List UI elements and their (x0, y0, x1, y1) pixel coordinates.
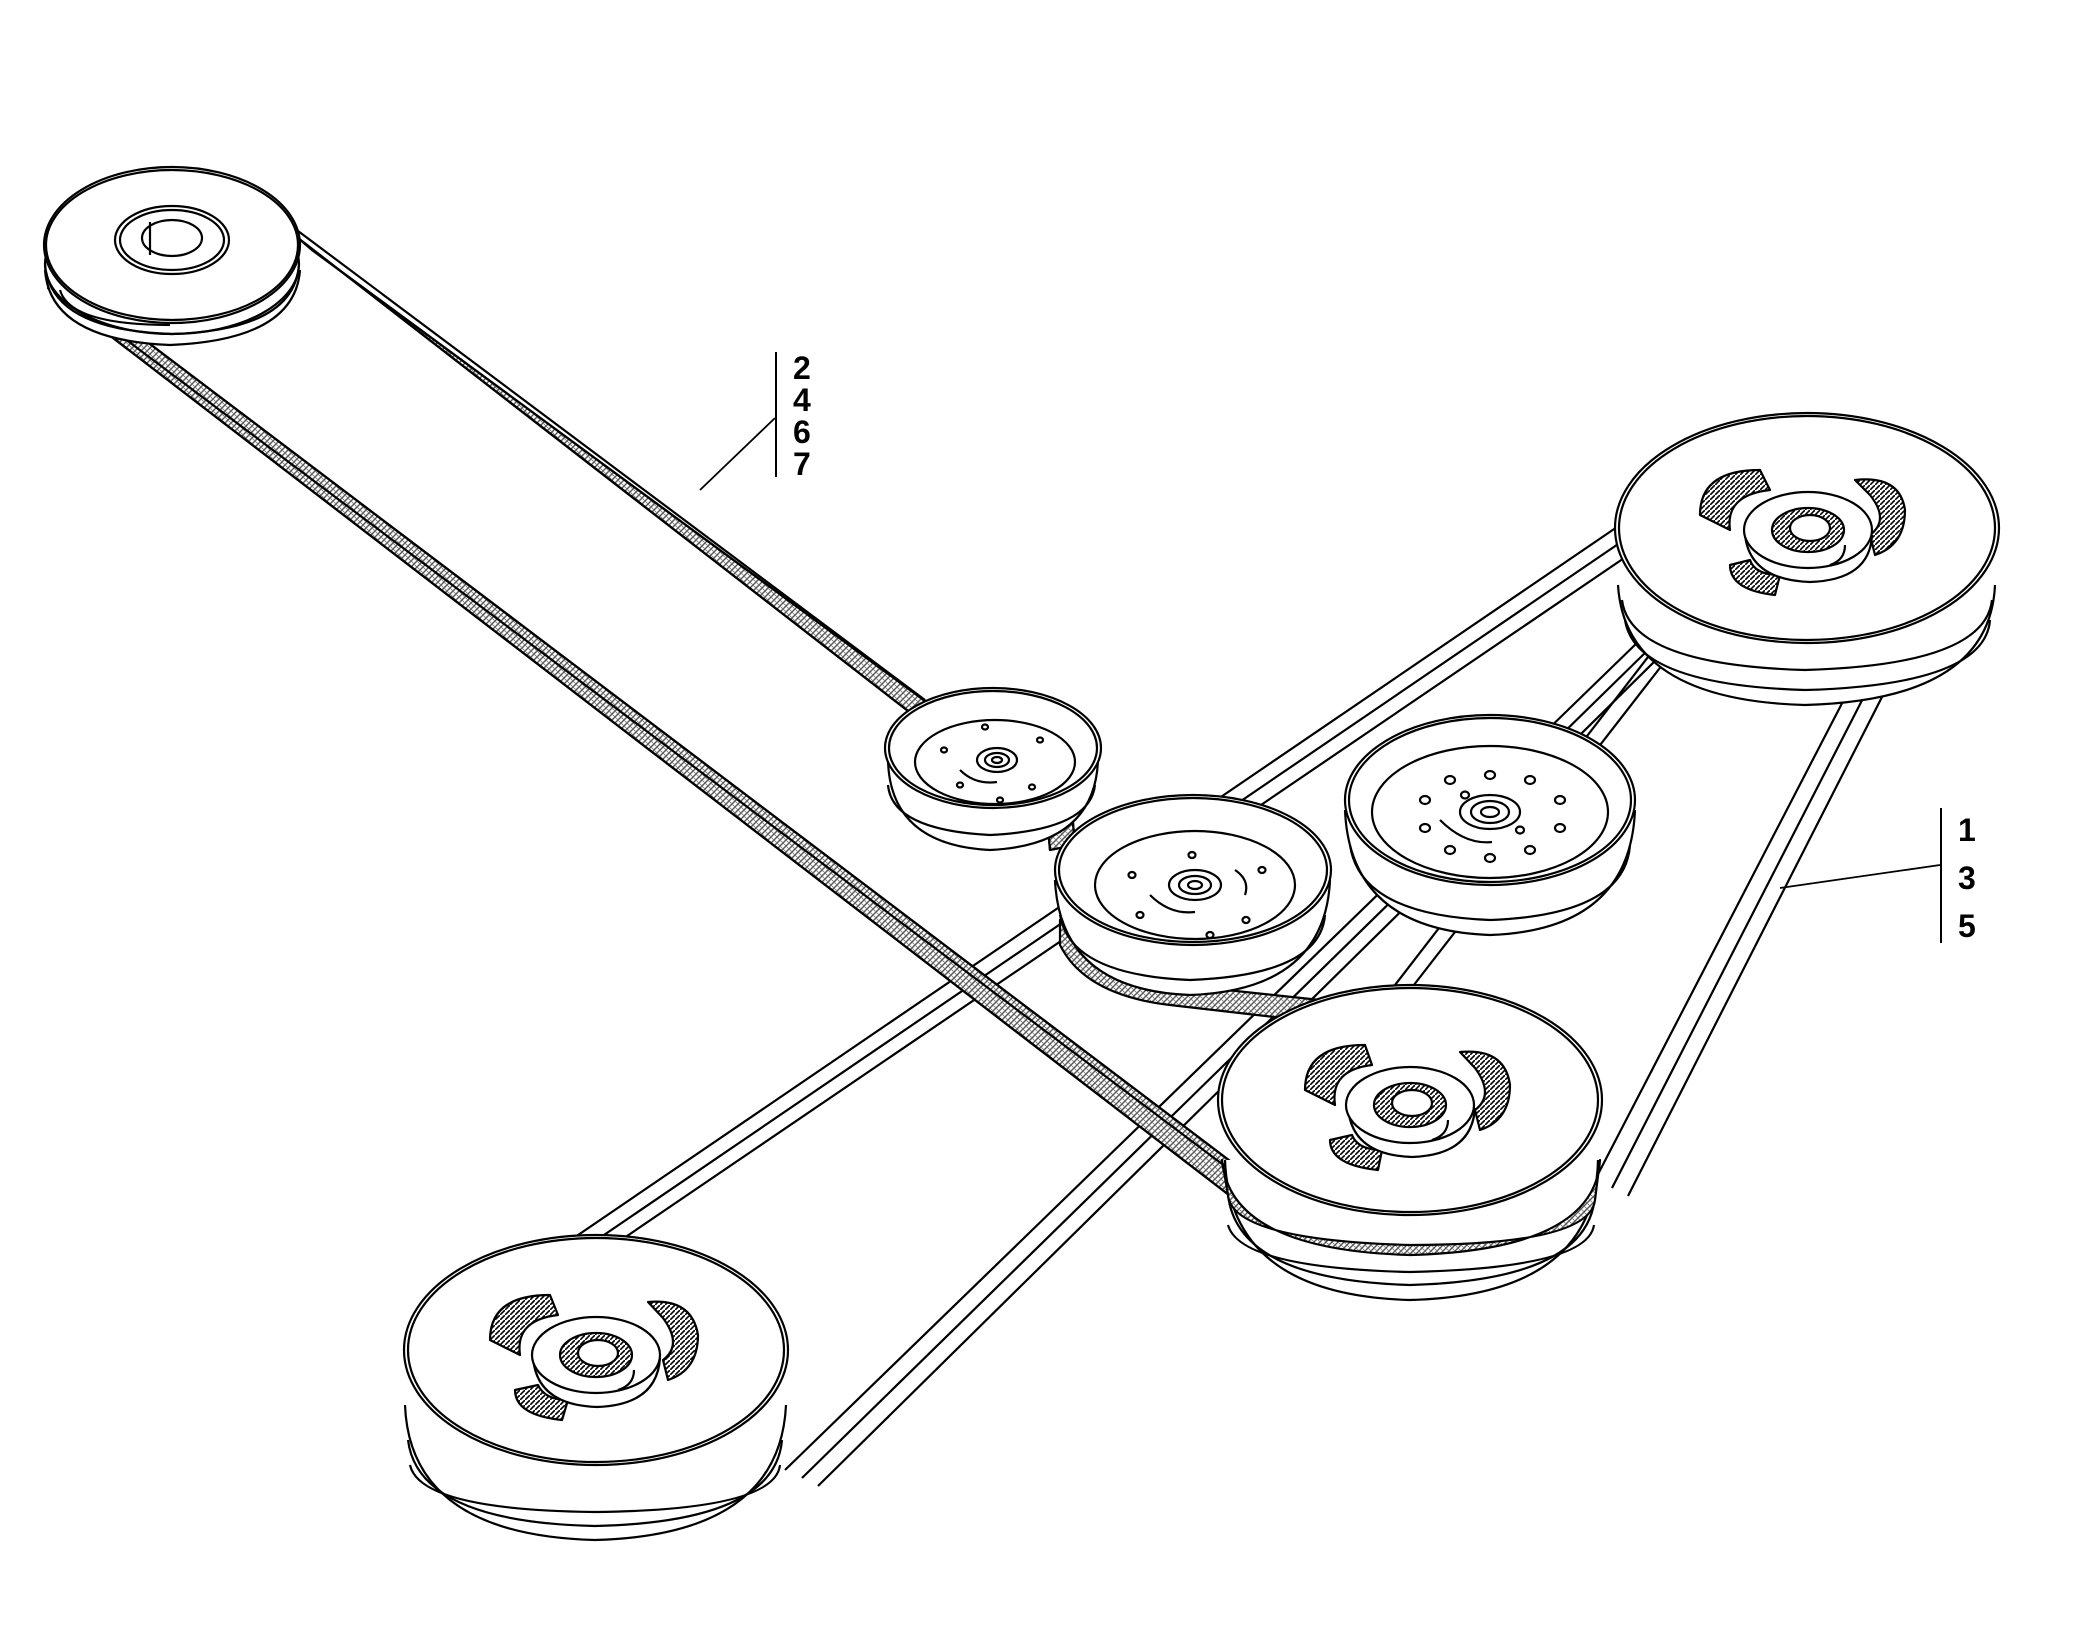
hub-right (1344, 1065, 1477, 1159)
leader-line-right (1779, 864, 1941, 889)
hub-top-right (1742, 490, 1874, 584)
callout-number: 3 (1958, 860, 1976, 896)
callout-number: 4 (793, 382, 811, 418)
callout-number: 7 (793, 446, 811, 482)
hatched-belt-long-strand (46, 283, 1277, 1217)
blade-pulley-bottom-left-slots (488, 1293, 700, 1422)
blade-pulley-bottom-left (402, 1233, 790, 1542)
callout-bar-right (1940, 808, 1942, 943)
v-belt-right-strand (1594, 629, 1911, 1197)
hub-bottom-left (530, 1315, 662, 1409)
hub-top-left (113, 204, 231, 276)
callout-group-upper: 2 4 6 7 (775, 352, 835, 482)
drive-pulley-right (1216, 983, 1604, 1302)
hatched-belt-upper-strand (285, 221, 942, 730)
pulley-top-left (42, 165, 302, 347)
blade-pulley-top-right-slots (1698, 468, 1907, 597)
leader-line-upper (699, 417, 776, 491)
callout-number: 5 (1958, 908, 1976, 944)
callout-group-right: 1 3 5 (1940, 808, 2000, 948)
callout-number: 2 (793, 350, 811, 386)
callout-bar-upper (775, 352, 777, 477)
idler-pulley-right (1343, 713, 1637, 937)
blade-pulley-top-right (1613, 411, 2001, 707)
drive-pulley-right-slots (1303, 1043, 1512, 1172)
callout-number: 1 (1958, 812, 1976, 848)
idler-pulley-center (1053, 793, 1333, 997)
callout-number: 6 (793, 414, 811, 450)
idler-pulley-small (883, 686, 1103, 852)
